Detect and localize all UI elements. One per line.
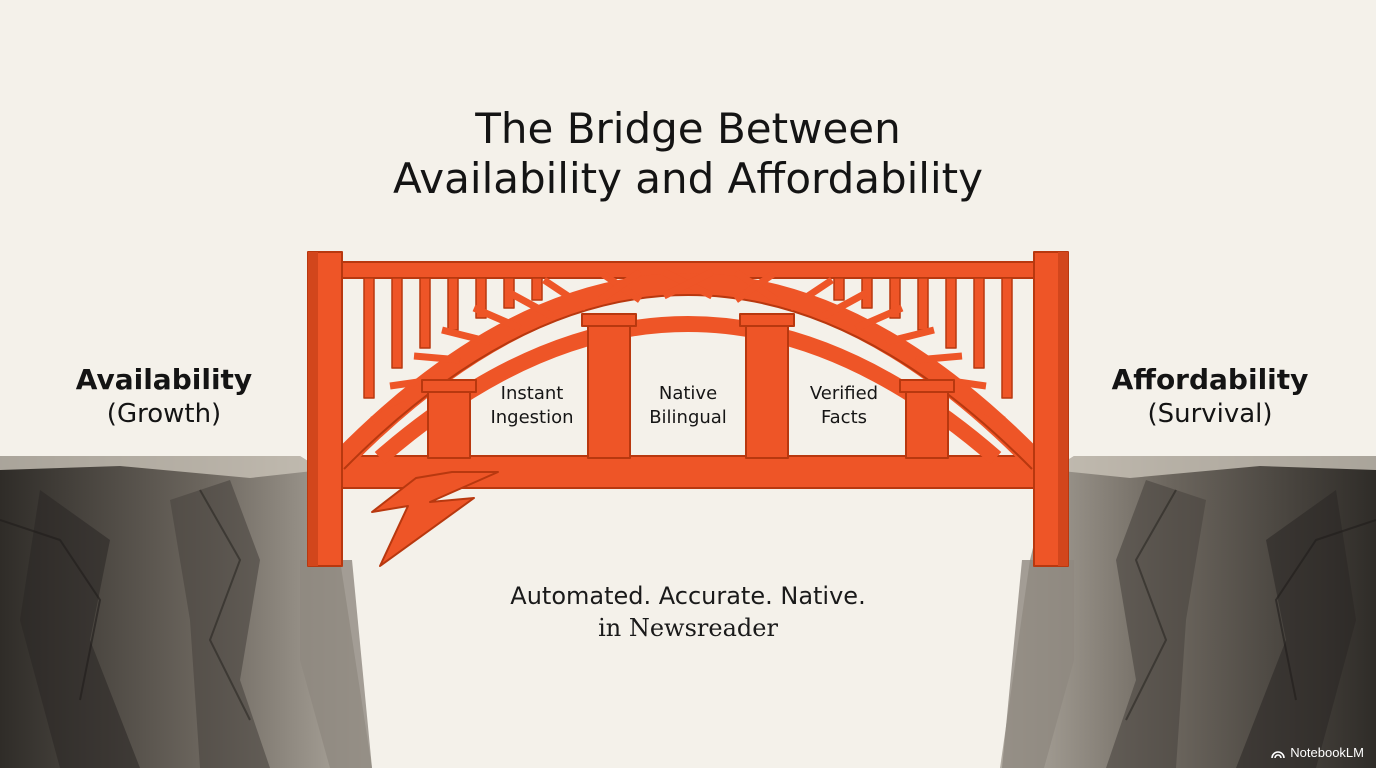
bridge xyxy=(307,251,1069,567)
pillar-label-native-bilingual: Native Bilingual xyxy=(618,382,758,430)
notebooklm-logo-icon xyxy=(1271,750,1286,758)
affordability-title: Affordability xyxy=(1111,363,1309,396)
bridge-hangers xyxy=(363,277,1013,399)
slide-title: The Bridge Between Availability and Affo… xyxy=(0,104,1376,204)
left-cliff xyxy=(0,456,372,768)
notebooklm-watermark: NotebookLM xyxy=(1271,745,1364,760)
tagline-line-2: in Newsreader xyxy=(598,614,778,642)
availability-title: Availability xyxy=(75,363,253,396)
pillar-label-line: Facts xyxy=(820,407,868,428)
availability-label: Availability (Growth) xyxy=(34,363,294,431)
pillar-label-line: Verified xyxy=(809,383,879,404)
brand-name: NotebookLM xyxy=(1290,745,1364,760)
availability-subtitle: (Growth) xyxy=(106,399,222,429)
bridge-columns xyxy=(421,313,955,459)
right-cliff xyxy=(1000,456,1376,768)
pillar-label-line: Instant xyxy=(500,383,564,404)
pillar-label-line: Native xyxy=(658,383,718,404)
affordability-subtitle: (Survival) xyxy=(1147,399,1273,429)
title-line-1: The Bridge Between xyxy=(475,104,901,153)
pillar-label-instant-ingestion: Instant Ingestion xyxy=(462,382,602,430)
pillar-label-line: Ingestion xyxy=(490,407,574,428)
tagline-line-1: Automated. Accurate. Native. xyxy=(510,582,866,610)
tagline: Automated. Accurate. Native. in Newsread… xyxy=(388,580,988,644)
affordability-label: Affordability (Survival) xyxy=(1080,363,1340,431)
title-line-2: Availability and Affordability xyxy=(393,154,983,203)
pillar-label-line: Bilingual xyxy=(649,407,727,428)
pillar-label-verified-facts: Verified Facts xyxy=(774,382,914,430)
